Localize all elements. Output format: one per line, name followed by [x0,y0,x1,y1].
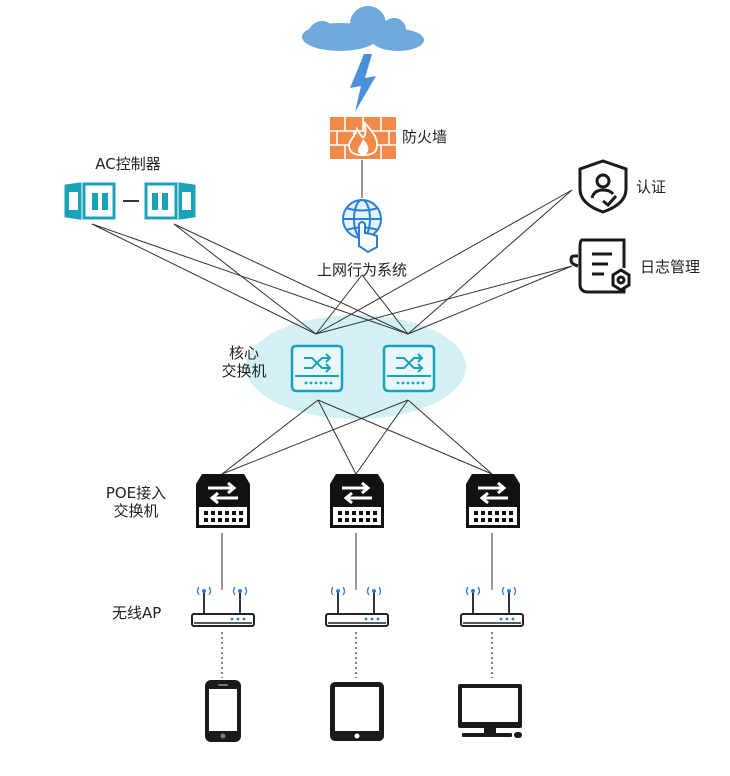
core-switch-label-line1: 核心 [228,344,259,362]
poe-switch-label: POE接入 交换机 [96,484,176,520]
behavior-system-label: 上网行为系统 [316,261,407,279]
desktop-icon [458,684,522,738]
wireless-ap-icon [191,586,524,627]
poe-switch-icon [196,474,520,528]
firewall-label: 防火墙 [402,128,448,146]
auth-label: 认证 [636,178,667,196]
shield-user-icon [578,159,628,214]
ac-controller-icon [64,182,196,220]
wireless-links [221,632,493,678]
poe-switch-label-line2: 交换机 [113,502,159,520]
firewall-icon [330,117,396,159]
poe-switch-label-line1: POE接入 [105,484,167,502]
wireless-ap-label: 无线AP [112,604,162,622]
cloud-icon [302,6,424,51]
log-management-icon [569,238,631,294]
core-switch-area [246,315,466,419]
ac-controller-label: AC控制器 [95,155,161,173]
lightning-icon [350,54,376,112]
core-switch-label-line2: 交换机 [221,362,267,380]
tablet-icon [330,682,384,741]
globe-hand-icon [342,199,382,254]
connection-lines [91,160,573,590]
core-switch-label: 核心 交换机 [204,344,284,380]
log-management-label: 日志管理 [640,258,701,276]
phone-icon [205,680,241,742]
core-switch-icon [290,344,436,393]
